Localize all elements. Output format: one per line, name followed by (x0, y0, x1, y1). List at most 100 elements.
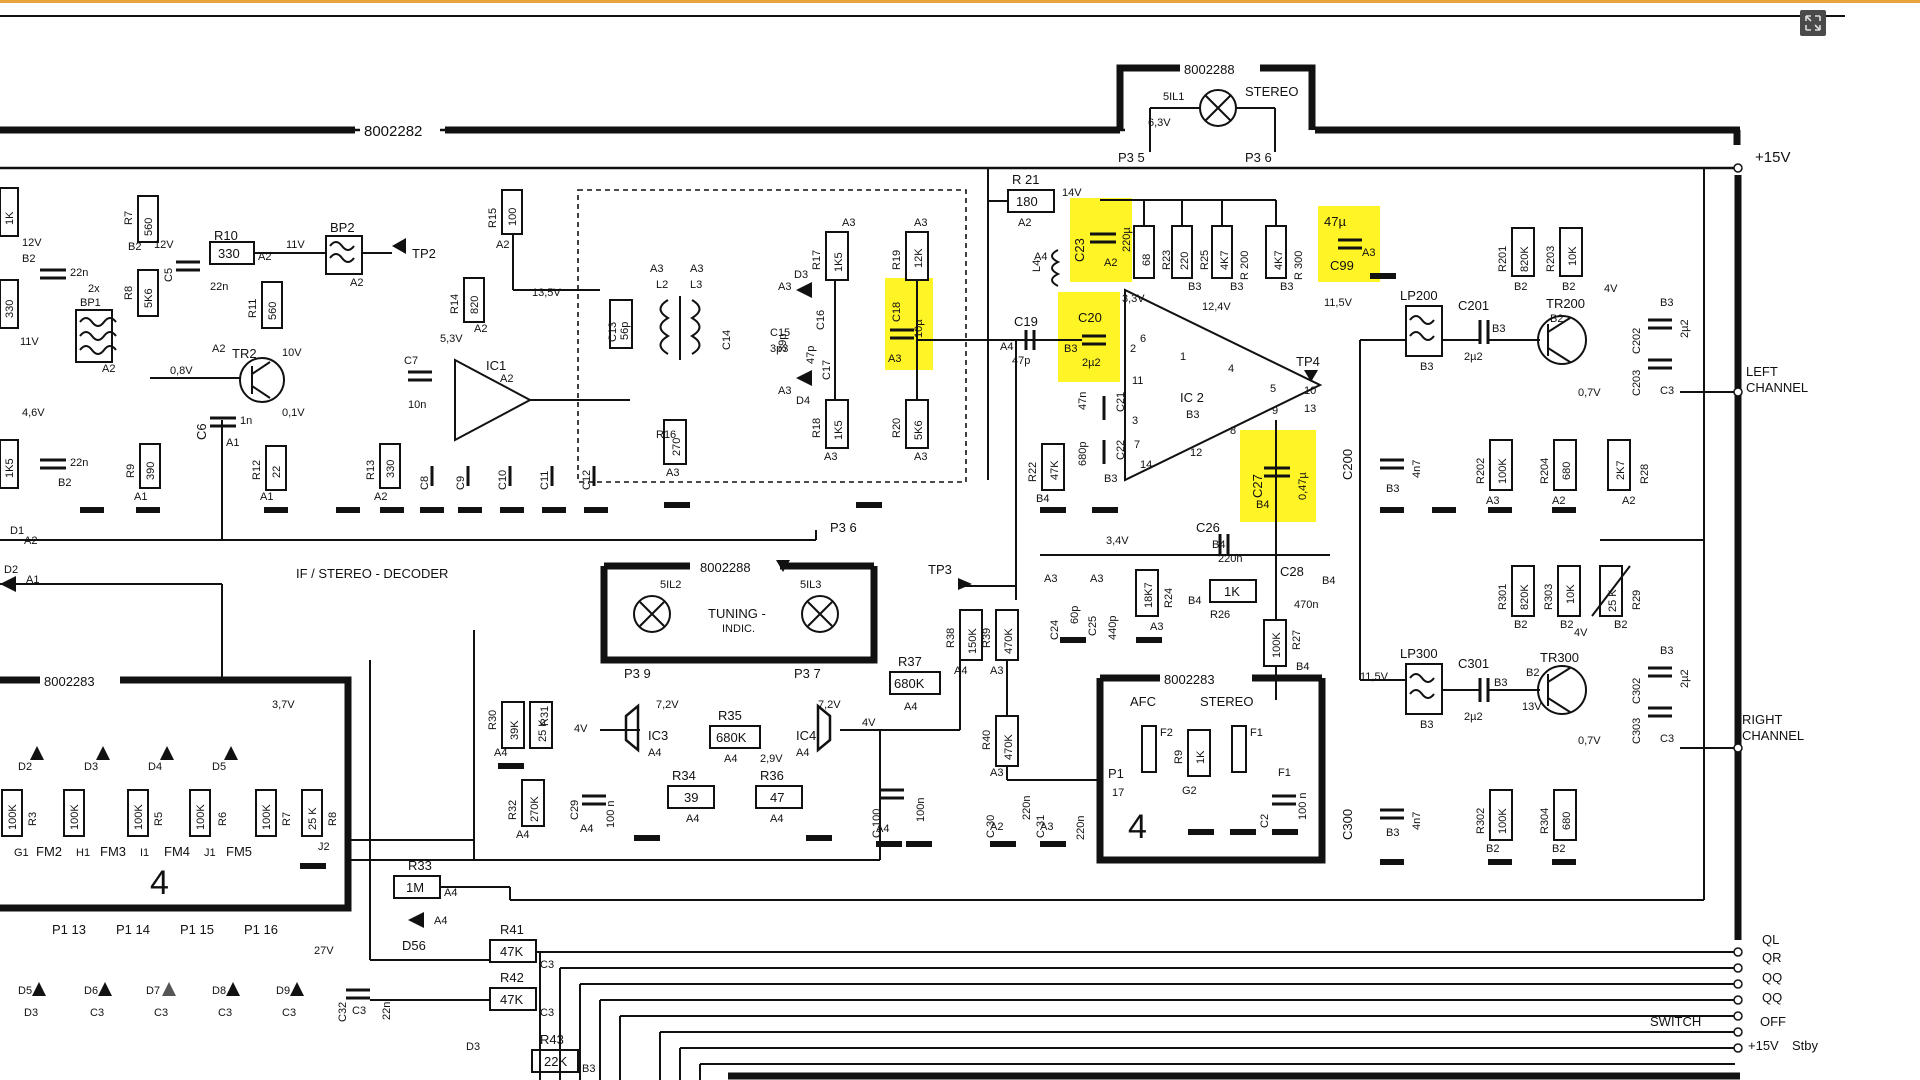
svg-text:STEREO: STEREO (1200, 694, 1253, 709)
p3-6: P3 6 (1245, 150, 1272, 165)
svg-text:P1: P1 (1108, 766, 1124, 781)
svg-text:C17: C17 (821, 360, 833, 380)
svg-text:J1: J1 (204, 847, 216, 859)
svg-text:R32: R32 (507, 800, 519, 820)
svg-text:C25: C25 (1087, 616, 1099, 636)
svg-text:D6: D6 (84, 985, 98, 997)
expand-button[interactable] (1800, 10, 1826, 36)
svg-text:IC4: IC4 (796, 728, 816, 743)
top-bus: 8002282 +15V (0, 118, 1790, 940)
svg-text:13V: 13V (1522, 701, 1542, 713)
board-label-8002288b: 8002288 (700, 560, 751, 575)
svg-text:4V: 4V (574, 723, 588, 735)
svg-text:2K7: 2K7 (1615, 460, 1627, 480)
svg-text:C3: C3 (218, 1007, 232, 1019)
svg-text:FM3: FM3 (100, 844, 126, 859)
svg-text:B3: B3 (1660, 645, 1673, 657)
svg-text:CHANNEL: CHANNEL (1742, 728, 1804, 743)
svg-text:TR200: TR200 (1546, 296, 1585, 311)
left-channel-label: LEFT (1746, 364, 1778, 379)
svg-text:B3: B3 (1494, 677, 1507, 689)
svg-text:470K: 470K (1003, 628, 1015, 654)
svg-text:A3: A3 (778, 385, 791, 397)
svg-text:R13: R13 (365, 460, 377, 480)
svg-text:A3: A3 (1040, 821, 1053, 833)
svg-text:G2: G2 (1182, 785, 1197, 797)
svg-text:C3: C3 (540, 959, 554, 971)
svg-text:3p3: 3p3 (770, 343, 788, 355)
svg-text:68: 68 (1141, 254, 1153, 266)
svg-text:39K: 39K (509, 720, 521, 740)
r10-bp2: R10 330 A2 11V BP2 A2 TP2 560 R11 (209, 220, 436, 329)
svg-text:680K: 680K (716, 730, 747, 745)
svg-text:7,2V: 7,2V (818, 699, 841, 711)
svg-text:D5: D5 (212, 761, 226, 773)
svg-text:D4: D4 (796, 395, 810, 407)
svg-text:R28: R28 (1639, 464, 1651, 484)
svg-text:A4: A4 (580, 823, 593, 835)
svg-text:B3: B3 (1064, 343, 1077, 355)
board-number: 4 (1128, 808, 1147, 846)
svg-text:680: 680 (1561, 462, 1573, 480)
svg-text:A2: A2 (1104, 257, 1117, 269)
svg-text:7: 7 (1134, 439, 1140, 451)
svg-text:11V: 11V (286, 239, 305, 251)
svg-text:B2: B2 (1526, 667, 1539, 679)
svg-text:4,6V: 4,6V (22, 407, 45, 419)
p3-5: P3 5 (1118, 150, 1145, 165)
svg-text:330: 330 (385, 460, 397, 478)
svg-text:FM2: FM2 (36, 844, 62, 859)
svg-text:C302: C302 (1631, 678, 1643, 704)
svg-text:R 300: R 300 (1293, 251, 1305, 280)
svg-text:3,4V: 3,4V (1106, 535, 1129, 547)
tp2-label: TP2 (412, 246, 436, 261)
svg-text:C9: C9 (455, 476, 467, 490)
svg-text:B3: B3 (1104, 473, 1117, 485)
svg-text:C 30: C 30 (985, 815, 997, 838)
svg-text:R14: R14 (449, 294, 461, 314)
svg-text:F1: F1 (1278, 767, 1291, 779)
svg-text:R27: R27 (1291, 630, 1303, 650)
svg-text:A2: A2 (350, 277, 363, 289)
bp2-label: BP2 (330, 220, 355, 235)
svg-text:A4: A4 (648, 747, 661, 759)
svg-text:1M: 1M (406, 880, 424, 895)
svg-text:2µ2: 2µ2 (1679, 669, 1691, 688)
svg-text:L4: L4 (1031, 260, 1043, 272)
svg-text:10K: 10K (1565, 584, 1577, 604)
svg-text:R34: R34 (672, 768, 696, 783)
svg-text:C303: C303 (1631, 718, 1643, 744)
svg-text:390: 390 (145, 462, 157, 480)
svg-text:B4: B4 (1296, 661, 1309, 673)
svg-text:R31: R31 (539, 706, 551, 726)
svg-text:D1: D1 (10, 525, 24, 537)
svg-text:A2: A2 (1622, 495, 1635, 507)
svg-text:4n7: 4n7 (1411, 812, 1423, 830)
svg-text:R43: R43 (540, 1032, 564, 1047)
svg-text:1K: 1K (4, 211, 16, 225)
svg-text:A4: A4 (904, 701, 917, 713)
svg-text:1K: 1K (1195, 750, 1207, 764)
svg-text:C203: C203 (1631, 370, 1643, 396)
svg-text:C27: C27 (1250, 474, 1265, 498)
svg-text:3: 3 (1132, 415, 1138, 427)
svg-text:22n: 22n (381, 1002, 393, 1020)
svg-text:R6: R6 (217, 812, 229, 826)
svg-text:B3: B3 (1420, 361, 1433, 373)
svg-text:P3 6: P3 6 (830, 520, 857, 535)
svg-text:27V: 27V (314, 945, 334, 957)
svg-text:C26: C26 (1196, 520, 1220, 535)
svg-text:680K: 680K (894, 676, 925, 691)
svg-text:A3: A3 (914, 217, 927, 229)
svg-text:1K5: 1K5 (833, 252, 845, 272)
svg-text:2x: 2x (88, 283, 100, 295)
svg-text:4V: 4V (1574, 627, 1588, 639)
svg-text:A3: A3 (824, 451, 837, 463)
svg-text:270K: 270K (529, 796, 541, 822)
stereo-lamp-box: 8002288 5IL1 STEREO 6,3V P3 5 P3 6 (1116, 60, 1316, 165)
